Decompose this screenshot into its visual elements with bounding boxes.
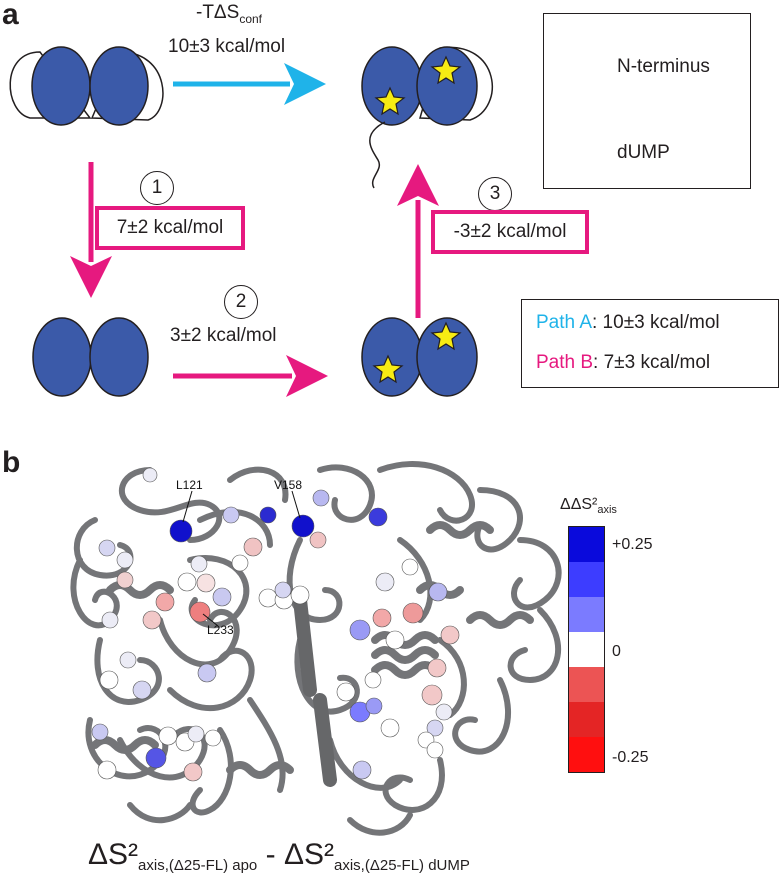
- colorbar-title: ΔΔS²axis: [560, 496, 617, 516]
- delta-formula: ΔS²axis,(Δ25-FL) apo - ΔS²axis,(Δ25-FL) …: [88, 838, 470, 874]
- step1-circle: 1: [140, 171, 174, 205]
- colorbar-swatch-1: [569, 527, 604, 562]
- path-a-value: 10±3 kcal/mol: [168, 36, 286, 57]
- dimer-apo-with-n-terminus: [9, 46, 164, 126]
- panel-b-letter: b: [2, 446, 21, 479]
- dimer-apo-truncated: [32, 317, 149, 397]
- entropy-label-sub: conf: [239, 11, 262, 26]
- colorbar-tick-mid: 0: [612, 643, 621, 660]
- legend-dump-label: dUMP: [617, 142, 670, 163]
- panel-a-diagram: [9, 33, 598, 397]
- residue-label-v158: V158: [274, 478, 302, 492]
- path-b-summary-value: : 7±3 kcal/mol: [593, 352, 711, 373]
- residue-label-l121: L121: [176, 478, 203, 492]
- step3-circle: 3: [478, 177, 512, 211]
- path-b-row: Path B: 7±3 kcal/mol: [536, 352, 710, 374]
- formula-minus: -: [257, 838, 284, 871]
- colorbar-swatch-4: [569, 632, 604, 667]
- legend-box: N-terminus dUMP: [543, 13, 751, 189]
- star-4: [430, 321, 462, 351]
- dimer-dump-truncated: [361, 317, 478, 397]
- legend-n-terminus-label: N-terminus: [617, 56, 710, 77]
- entropy-label-main: -TΔS: [196, 2, 240, 23]
- formula-right-symbol: ΔS²: [283, 838, 334, 871]
- colorbar-title-main: ΔΔS²: [560, 496, 598, 513]
- dimer-dump-with-n-terminus: [361, 46, 493, 189]
- colorbar: [568, 526, 605, 773]
- path-a-arrow: [173, 63, 326, 105]
- entropy-label: -TΔSconf: [196, 2, 262, 26]
- star-1: [374, 86, 406, 116]
- colorbar-swatch-7: [569, 737, 604, 772]
- step1-value-box: 7±2 kcal/mol: [95, 206, 245, 250]
- path-a-name: Path A: [536, 312, 592, 333]
- star-3: [372, 354, 404, 384]
- colorbar-swatch-6: [569, 702, 604, 737]
- path-summary-box: Path A: 10±3 kcal/mol Path B: 7±3 kcal/m…: [521, 299, 779, 388]
- panel-a-letter: a: [2, 0, 19, 31]
- residue-label-l233: L233: [207, 623, 234, 637]
- step1-arrow: [70, 162, 112, 298]
- colorbar-tick-max: +0.25: [612, 536, 653, 553]
- path-a-summary-value: : 10±3 kcal/mol: [592, 312, 720, 333]
- formula-left-symbol: ΔS²: [88, 838, 139, 871]
- colorbar-tick-min: -0.25: [612, 749, 649, 766]
- formula-left-sub: axis,(Δ25-FL) apo: [138, 857, 258, 874]
- step3-arrow: [397, 164, 439, 318]
- star-2: [430, 55, 462, 85]
- formula-right-sub: axis,(Δ25-FL) dUMP: [334, 857, 470, 874]
- step2-arrow: [173, 355, 328, 397]
- colorbar-swatch-3: [569, 597, 604, 632]
- path-b-name: Path B: [536, 352, 594, 373]
- colorbar-swatch-2: [569, 562, 604, 597]
- step2-circle: 2: [224, 285, 258, 319]
- colorbar-title-sub: axis: [597, 504, 617, 517]
- step2-value: 3±2 kcal/mol: [170, 325, 277, 346]
- path-a-row: Path A: 10±3 kcal/mol: [536, 312, 720, 334]
- step3-value-box: -3±2 kcal/mol: [431, 210, 589, 254]
- colorbar-swatch-5: [569, 667, 604, 702]
